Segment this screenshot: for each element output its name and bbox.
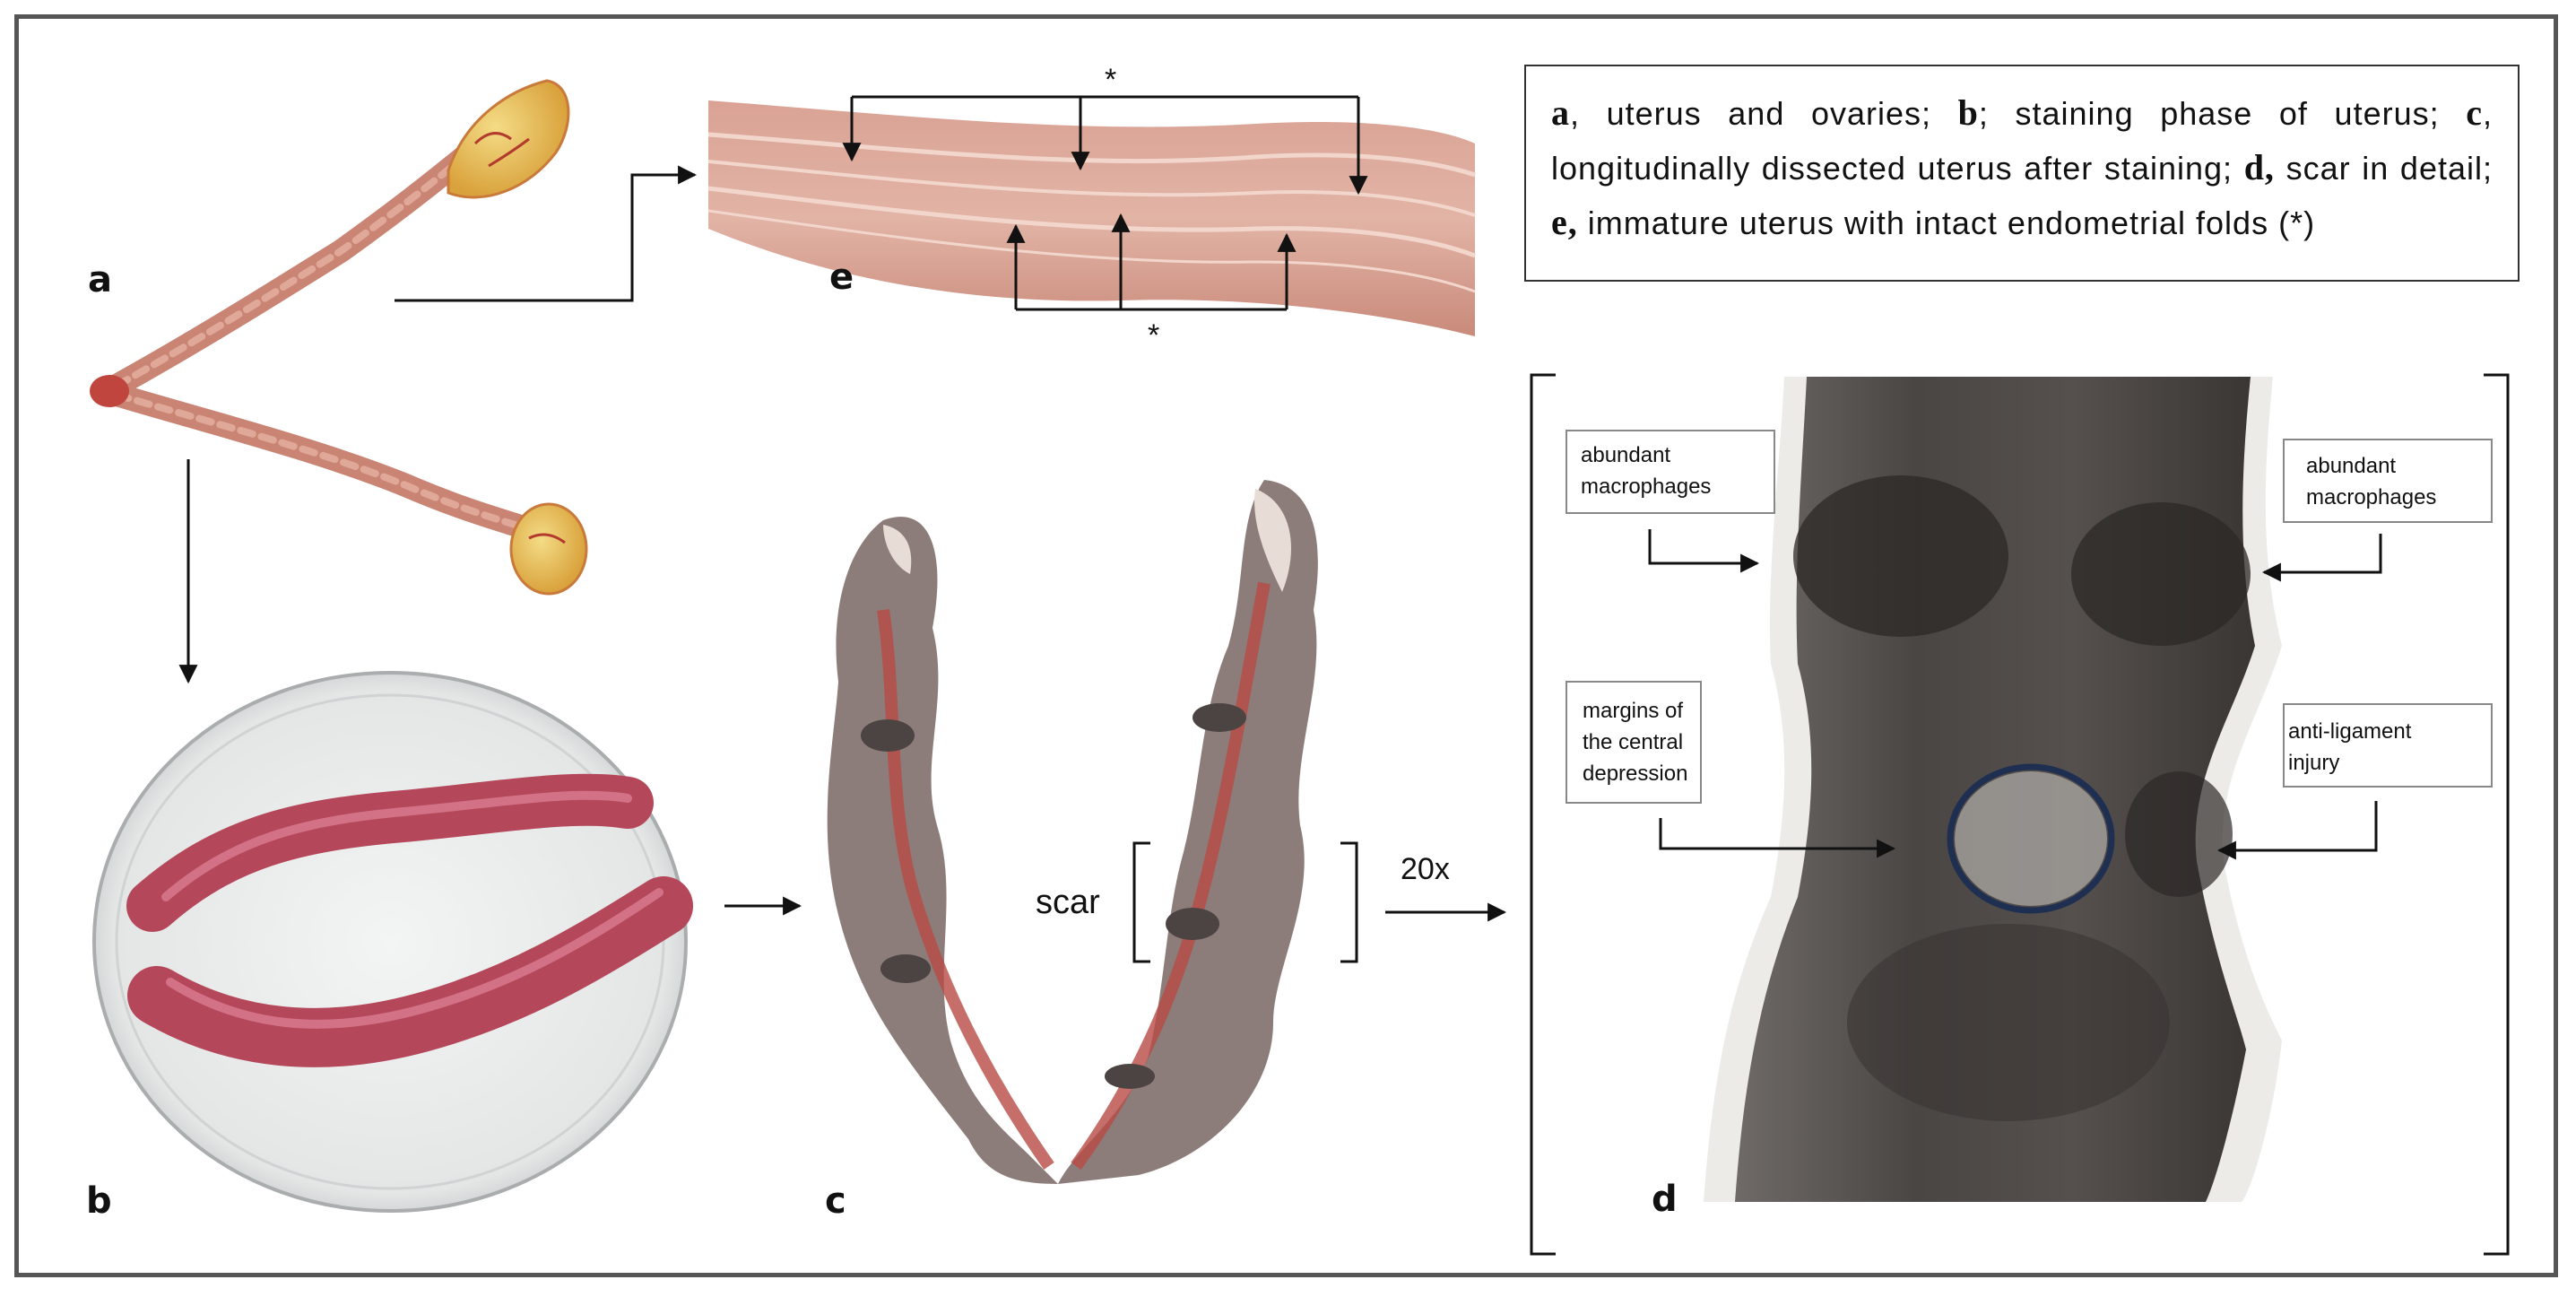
caption-key-b: b (1957, 92, 1979, 133)
callout-anti-ligament: anti-ligament injury (2216, 703, 2493, 860)
callout-abundant-left: abundant macrophages (1566, 430, 1775, 573)
caption-text-e: immature uterus with intact endometrial … (1577, 205, 2316, 241)
central-depression-circle (1947, 763, 2115, 914)
zoom-label: 20x (1401, 852, 1450, 886)
panel-e-image (707, 100, 1476, 336)
panel-label-b: b (86, 1180, 112, 1222)
figure-frame (14, 14, 2558, 1277)
svg-text:depression: depression (1583, 762, 1687, 786)
panel-label-e: e (829, 257, 854, 298)
panel-d-image (1704, 377, 2282, 1202)
caption-key-e: e, (1551, 202, 1578, 242)
e-top-bracket (842, 95, 1368, 196)
panel-label-c: c (825, 1180, 846, 1222)
panel-c-image (827, 480, 1318, 1184)
scar-label: scar (1036, 884, 1100, 921)
arrow-a-to-e (395, 165, 698, 302)
asterisk-top: * (1105, 63, 1116, 97)
callout-abundant-right: abundant macrophages (2261, 439, 2493, 582)
caption-key-d: d, (2243, 147, 2275, 187)
figure-caption: a, uterus and ovaries; b; staining phase… (1524, 65, 2520, 282)
caption-text-a: , uterus and ovaries; (1570, 95, 1958, 132)
callout-margins: margins of the central depression (1566, 681, 1896, 858)
svg-text:macrophages: macrophages (2306, 485, 2436, 509)
svg-text:abundant: abundant (2306, 454, 2396, 478)
svg-text:margins of: margins of (1583, 699, 1683, 723)
caption-text-b: ; staining phase of uterus; (1978, 95, 2467, 132)
svg-text:macrophages: macrophages (1581, 474, 1711, 499)
caption-text-c: , longitudinally dissected uterus after … (1551, 95, 2493, 187)
caption-text-d: scar in detail; (2274, 150, 2493, 187)
panel-a-image (90, 79, 588, 596)
asterisk-bottom: * (1148, 318, 1159, 353)
svg-text:abundant: abundant (1581, 443, 1670, 467)
svg-text:anti-ligament: anti-ligament (2288, 719, 2412, 744)
scar-bracket (1132, 841, 1358, 963)
svg-text:injury: injury (2288, 751, 2339, 775)
panel-b-image (92, 671, 693, 1213)
e-bottom-bracket (1006, 213, 1297, 311)
caption-key-a: a (1551, 92, 1570, 133)
panel-d-brackets (1530, 373, 2510, 1256)
svg-text:the central: the central (1583, 730, 1683, 754)
caption-key-c: c (2466, 92, 2483, 133)
panel-label-d: d (1652, 1179, 1678, 1220)
panel-label-a: a (88, 259, 112, 300)
